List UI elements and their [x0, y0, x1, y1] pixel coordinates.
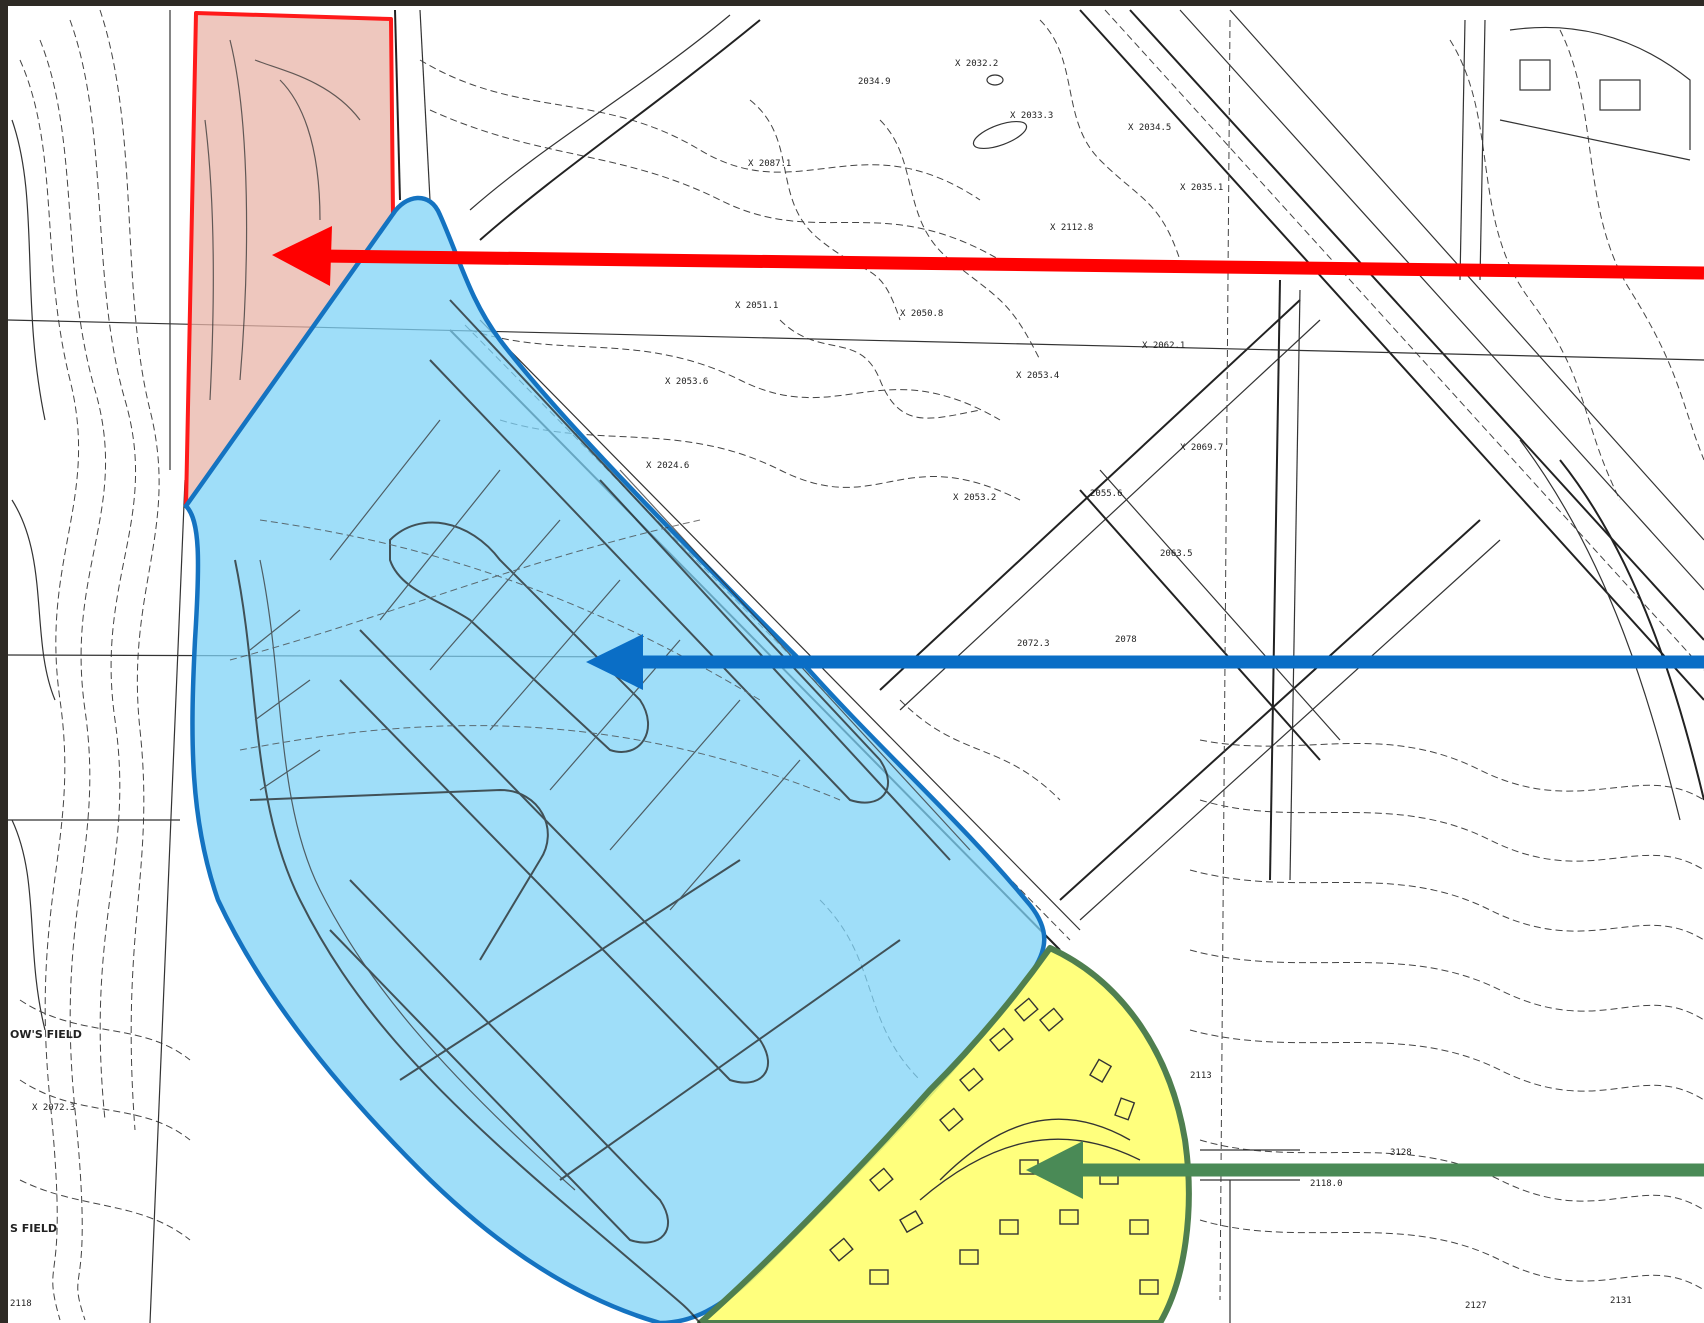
small-features — [972, 59, 1641, 150]
elev-label: 2072.3 — [1017, 639, 1050, 649]
elev-label: 2118 — [10, 1299, 32, 1309]
elev-label: X 2050.8 — [900, 309, 943, 319]
elev-label: X 2032.2 — [955, 59, 998, 69]
elev-label: X 2051.1 — [735, 301, 778, 311]
elev-label: X 2024.6 — [646, 461, 689, 471]
blue-arrow — [586, 634, 1704, 690]
elev-label: X 2053.2 — [953, 493, 996, 503]
field-label: OW'S FIELD — [10, 1028, 82, 1041]
elev-label: 2034.9 — [858, 77, 891, 87]
elev-label: X 2072.3 — [32, 1103, 75, 1113]
field-label: S FIELD — [10, 1222, 57, 1235]
map-labels: X 2032.2 2034.9 X 2033.3 X 2034.5 X 2087… — [10, 59, 1632, 1311]
elev-label: X 2034.5 — [1128, 123, 1171, 133]
elev-label: X 2087.1 — [748, 159, 791, 169]
elev-label: 2131 — [1610, 1296, 1632, 1306]
green-arrow — [1026, 1141, 1704, 1199]
elev-label: X 2035.1 — [1180, 183, 1223, 193]
elev-label: 3128 — [1390, 1148, 1412, 1158]
elev-label: X 2069.7 — [1180, 443, 1223, 453]
red-arrow — [272, 226, 1704, 286]
elev-label: X 2053.6 — [665, 377, 708, 387]
elev-label: X 2033.3 — [1010, 111, 1053, 121]
elev-label: 2063.5 — [1160, 549, 1193, 559]
elev-label: 2127 — [1465, 1301, 1487, 1311]
subdivision-detail — [204, 39, 971, 1323]
elev-label: 2118.0 — [1310, 1179, 1343, 1189]
elev-label: X 2053.4 — [1016, 371, 1059, 381]
contour-lines — [11, 9, 1704, 1321]
elev-label: 2113 — [1190, 1071, 1212, 1081]
elev-label: 2078 — [1115, 635, 1137, 645]
elev-label: X 2062.1 — [1142, 341, 1185, 351]
house-footprints — [829, 997, 1159, 1295]
elev-label: X 2112.8 — [1050, 223, 1093, 233]
elev-label: 2055.6 — [1090, 489, 1123, 499]
